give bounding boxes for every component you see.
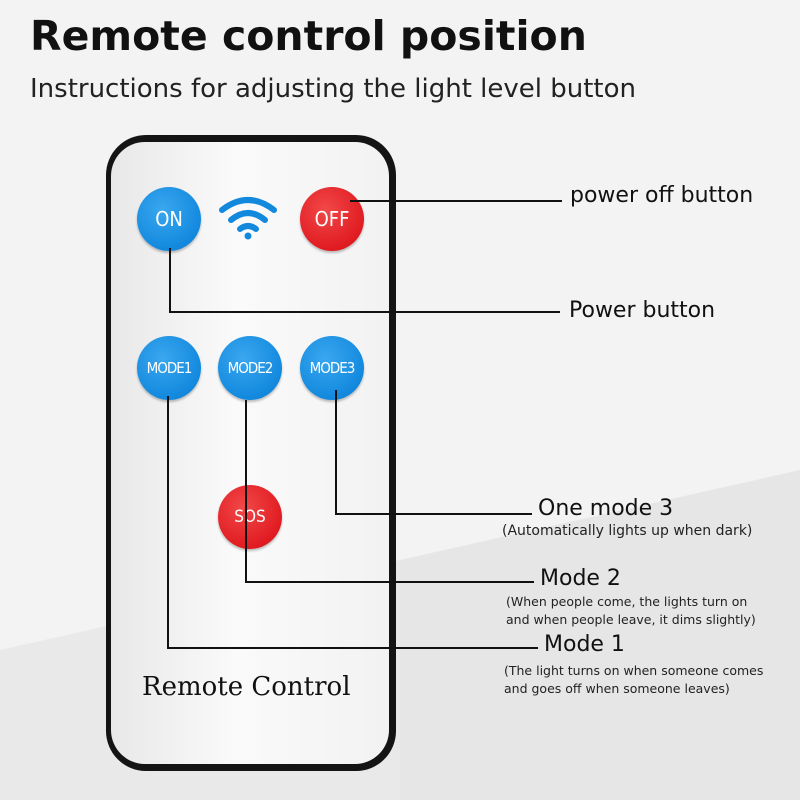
callout-mode1-title: Mode 1 (544, 632, 625, 657)
page-title: Remote control position (30, 12, 587, 60)
callout-mode2-desc-2: and when people leave, it dims slightly) (506, 612, 756, 627)
remote-label: Remote Control (142, 672, 351, 702)
mode3-button-label: MODE3 (309, 359, 356, 377)
mode2-button-label: MODE2 (227, 359, 274, 377)
on-button-label: ON (155, 207, 183, 231)
callout-mode2-title: Mode 2 (540, 566, 621, 591)
callout-mode2-desc-1: (When people come, the lights turn on (506, 594, 748, 609)
on-button[interactable]: ON (137, 187, 201, 251)
callout-power-off: power off button (570, 183, 754, 208)
callout-mode1-desc-1: (The light turns on when someone comes (504, 663, 764, 678)
off-button[interactable]: OFF (300, 187, 364, 251)
mode2-button[interactable]: MODE2 (218, 336, 282, 400)
page-subtitle: Instructions for adjusting the light lev… (30, 74, 636, 104)
callout-mode3-desc: (Automatically lights up when dark) (502, 523, 753, 539)
sos-button-label: SOS (234, 507, 266, 527)
mode3-button[interactable]: MODE3 (300, 336, 364, 400)
callout-mode1-desc-2: and goes off when someone leaves) (504, 681, 730, 696)
sos-button[interactable]: SOS (218, 485, 282, 549)
callout-power: Power button (569, 298, 716, 323)
callout-mode3-title: One mode 3 (538, 496, 674, 521)
mode1-button-label: MODE1 (146, 359, 193, 377)
mode1-button[interactable]: MODE1 (137, 336, 201, 400)
wifi-icon (219, 197, 277, 240)
off-button-label: OFF (314, 207, 350, 231)
